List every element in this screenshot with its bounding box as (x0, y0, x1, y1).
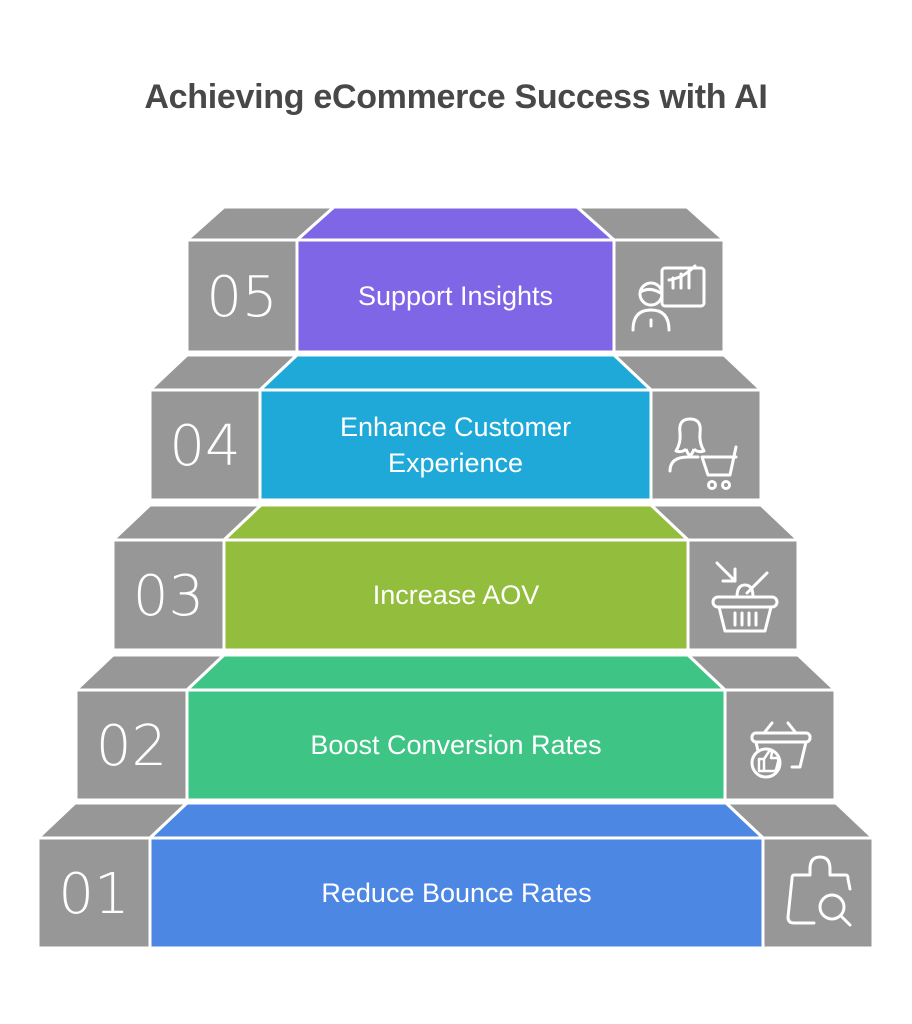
step-color-top-face (148, 801, 765, 840)
step-label: Support Insights (358, 281, 553, 311)
step-label-block (258, 388, 653, 502)
step-03: 03 Increase AOV (111, 503, 800, 652)
step-label-block (185, 688, 727, 802)
step-number: 01 (58, 862, 129, 927)
step-number-block (111, 538, 226, 652)
customer-cart-icon (668, 417, 738, 490)
step-01: 01 Reduce Bounce Rates (36, 801, 875, 950)
step-number-block (74, 688, 189, 802)
page-title: Achieving eCommerce Success with AI (144, 78, 768, 116)
basket-add-icon (711, 561, 779, 633)
shopping-bag-search-icon (786, 855, 852, 927)
step-label: Experience (388, 448, 523, 478)
basket-thumbs-up-icon (750, 721, 812, 779)
presenter-chart-icon (631, 264, 706, 332)
step-color-top-face (222, 503, 690, 542)
step-label: Reduce Bounce Rates (321, 878, 591, 908)
step-label: Enhance Customer (340, 412, 571, 442)
step-icon-block (761, 836, 875, 950)
step-number: 02 (96, 714, 167, 779)
step-color-top-face (185, 653, 727, 692)
step-02: 02 Boost Conversion Rates (74, 653, 837, 802)
step-color-top-face (258, 353, 653, 392)
step-icon-block (723, 688, 837, 802)
step-label-block (222, 538, 690, 652)
step-label: Boost Conversion Rates (310, 730, 601, 760)
step-label: Increase AOV (373, 580, 540, 610)
step-color-top-face (295, 205, 616, 242)
step-number: 05 (206, 265, 277, 330)
step-number-block (148, 388, 262, 502)
step-icon-block (612, 238, 726, 354)
step-label-block (295, 238, 616, 354)
step-icon-block (686, 538, 800, 652)
step-number: 04 (169, 414, 240, 479)
step-number: 03 (133, 564, 204, 629)
step-number-block (185, 238, 299, 354)
step-05: 05 Support Insights (185, 205, 726, 354)
step-label-block (148, 836, 765, 950)
step-icon-block (649, 388, 763, 502)
